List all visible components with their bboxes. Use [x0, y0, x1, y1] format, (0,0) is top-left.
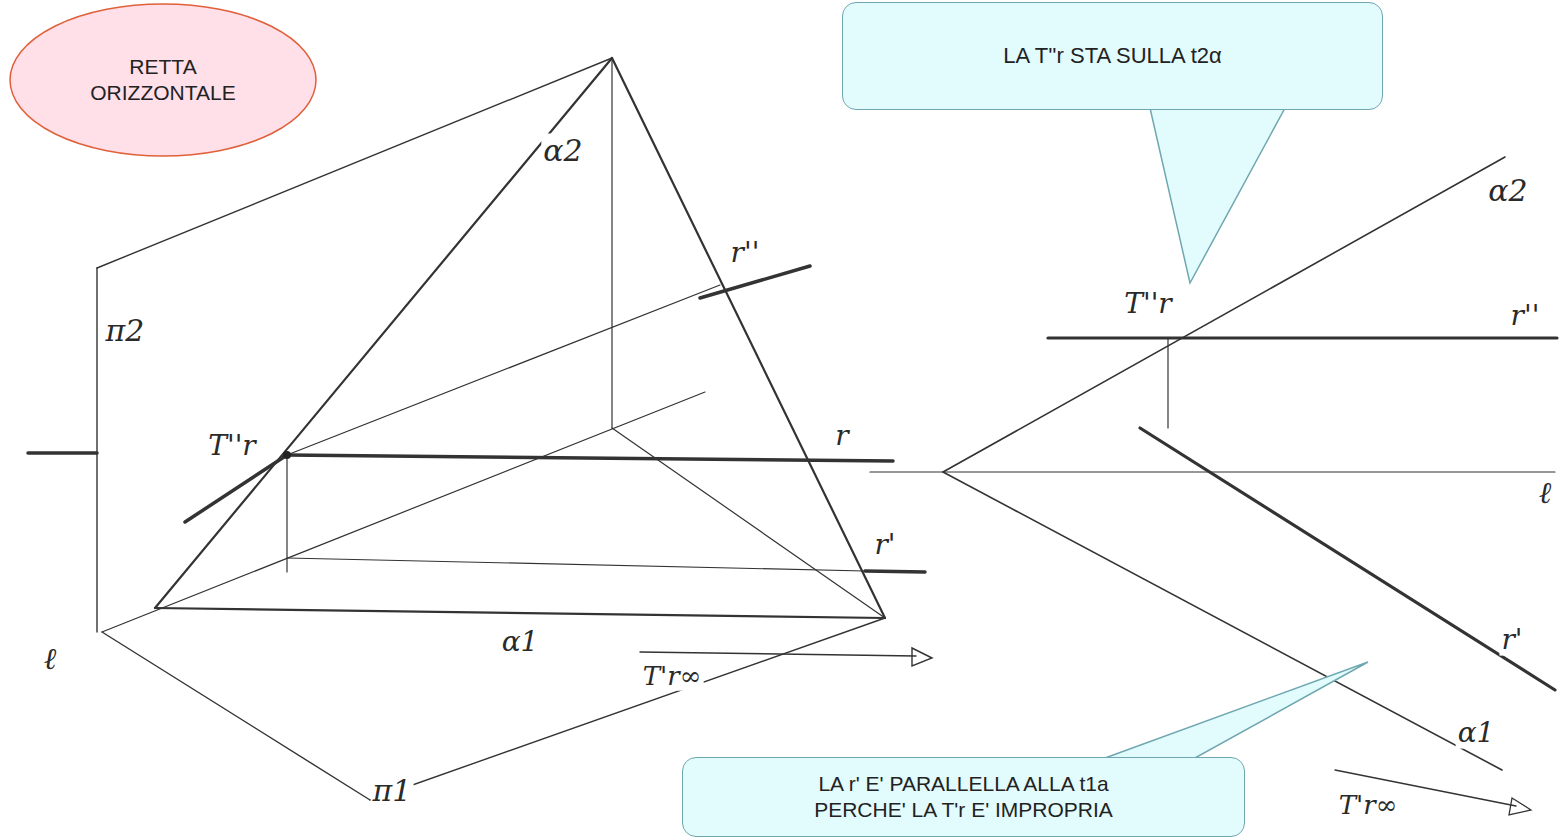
- drawing-label: T'r∞: [641, 662, 704, 691]
- drawing-label: T'r∞: [1337, 791, 1400, 820]
- trace-line: [943, 472, 1502, 770]
- drawing-label: α1: [1456, 718, 1497, 749]
- drawing-label: ℓ: [1537, 476, 1554, 509]
- node-label: LA r' E' PARALLELLA ALLA t1a PERCHE' LA …: [774, 771, 1154, 824]
- ellipse-shape: [10, 4, 316, 156]
- right-monge-view: [870, 157, 1557, 815]
- drawing-label: r: [833, 421, 850, 452]
- drawing-label: α2: [541, 134, 584, 167]
- drawing-label: π2: [104, 314, 147, 347]
- drawing-label: r': [872, 530, 897, 561]
- construction-line: [612, 428, 885, 618]
- drawing-label: T''r: [1122, 289, 1173, 320]
- node-label: LA T''r STA SULLA t2α: [1003, 42, 1221, 70]
- line-projection: [700, 266, 810, 298]
- node-label: RETTA ORIZZONTALE: [78, 54, 248, 107]
- callout-tail: [1150, 108, 1285, 283]
- drawing-label: T''r: [206, 431, 257, 462]
- line-projection: [865, 571, 925, 572]
- drawing-label: ℓ: [42, 642, 59, 675]
- line-projection: [287, 558, 865, 571]
- plane-edge: [102, 632, 370, 800]
- projection-line: [1167, 338, 1168, 428]
- drawing-label: r': [1499, 625, 1524, 656]
- left-axonometric-view: [28, 58, 932, 800]
- ellipse-outline: [8, 2, 318, 158]
- ground-line: [102, 392, 705, 632]
- projection-line: [286, 455, 287, 572]
- drawing-label: α2: [1486, 174, 1529, 207]
- title-ellipse: RETTA ORIZZONTALE: [8, 2, 318, 158]
- arrow-head: [1509, 798, 1531, 815]
- drawing-label: α1: [500, 627, 541, 658]
- trace-line: [155, 608, 885, 618]
- projection-line: [287, 285, 720, 455]
- line-projection: [1048, 336, 1557, 339]
- direction-arrow: [640, 652, 916, 656]
- callout-box: LA r' E' PARALLELLA ALLA t1a PERCHE' LA …: [682, 757, 1245, 837]
- plane-edge: [96, 268, 97, 632]
- line-r: [185, 455, 287, 522]
- arrow-head: [912, 648, 932, 666]
- drawing-label: r'': [1509, 301, 1542, 332]
- line-projection: [1140, 428, 1555, 690]
- drawing-label: r'': [729, 238, 762, 269]
- callout-tails: [1105, 108, 1368, 758]
- drawing-label: π1: [371, 774, 414, 807]
- projection-line: [611, 58, 612, 428]
- callout-box: LA T''r STA SULLA t2α: [842, 2, 1383, 110]
- line-stub: [28, 451, 97, 455]
- line-r: [287, 455, 893, 461]
- trace-line: [612, 58, 885, 618]
- callout-tail: [1105, 662, 1368, 758]
- trace-point: [283, 451, 291, 459]
